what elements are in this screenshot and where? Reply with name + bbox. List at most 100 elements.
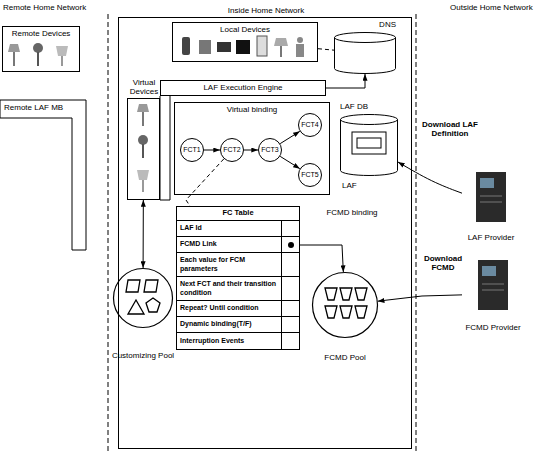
engine-strip (160, 96, 170, 200)
server-screen (482, 266, 496, 276)
fct-circle (221, 139, 244, 162)
connector (326, 74, 365, 88)
connector (299, 245, 343, 272)
server-icon (476, 172, 506, 222)
connector (143, 200, 144, 268)
lamp-icon (137, 170, 149, 180)
lamp-icon (274, 38, 288, 46)
plant-icon (33, 43, 43, 53)
edge-label: FCMD binding (322, 208, 382, 217)
table-row: FCMD Link (177, 237, 299, 253)
cylinder-top (341, 115, 398, 125)
connector (280, 131, 300, 143)
fcmd-cups (325, 288, 367, 318)
node-label: DNS (334, 20, 396, 29)
node-label: Dynamic binding(T/F) (177, 318, 281, 330)
database-cylinder: LAF DB (340, 114, 398, 176)
local-device-icons (182, 36, 304, 57)
server-screen (480, 178, 494, 188)
box-icon (236, 40, 250, 54)
provider-server: LAF Provider (462, 166, 520, 242)
table-cell (281, 301, 299, 316)
fct-circle: FCT4 (298, 113, 322, 137)
device-group-box: Virtual Devices (127, 98, 160, 200)
lamp-icon (61, 56, 63, 66)
table-cell (281, 237, 299, 252)
plant-icon (138, 135, 148, 145)
engine-bar: LAF Execution Engine (160, 80, 326, 96)
node-label: FCMD Pool (296, 353, 394, 362)
person-icon (296, 44, 304, 57)
lamp-icon (142, 112, 144, 126)
node-label: LAF DB (340, 102, 402, 111)
remote-device-icons (8, 43, 68, 66)
node-label: Repeat? Until condition (177, 302, 281, 314)
fct-circle (259, 139, 282, 162)
device-group-box: Remote Devices (2, 26, 80, 72)
shape-icon (146, 298, 160, 312)
node-label: LAF Id (177, 222, 281, 234)
plant-icon (142, 144, 144, 158)
connector (204, 150, 220, 151)
database-cylinder: DNS (334, 32, 396, 74)
edge-label: Download FCMD (421, 254, 465, 272)
connector (378, 295, 462, 301)
node-label: LAF Execution Engine (203, 83, 282, 92)
cup-icon (325, 288, 337, 300)
db-record (357, 138, 381, 148)
connector (186, 159, 224, 206)
pool-circle: Customizing Pool (105, 268, 181, 360)
provider-server: FCMD Provider (462, 256, 524, 332)
connector (244, 150, 258, 151)
server-slot (482, 290, 504, 291)
fct-circle (181, 139, 204, 162)
table-row: Repeat? Until condition (177, 301, 299, 317)
node-label: Virtual binding (175, 103, 329, 114)
region-label: Remote Home Network (3, 3, 86, 12)
person-icon (297, 37, 303, 43)
fct-circle: FCT5 (298, 163, 322, 187)
binding-box: Virtual bindingFCT1FCT2FCT3FCT4FCT5 (174, 102, 330, 195)
server-body (478, 260, 508, 310)
server-body (476, 172, 506, 222)
node-label: FC Table (177, 207, 299, 221)
circle-outline (306, 272, 384, 339)
lamp-icon (280, 46, 282, 57)
fct-circle (299, 114, 322, 137)
connector (318, 49, 334, 50)
lamp-icon (13, 52, 15, 66)
table-cell (281, 221, 299, 236)
region-label: Outside Home Network (450, 3, 533, 12)
lamp-icon (142, 180, 144, 192)
node-label: Each value for FCM parameters (177, 254, 281, 274)
node-label: FCMD Link (177, 238, 281, 250)
node-label: Interruption Events (177, 335, 281, 347)
network-region: Inside Home NetworkLocal DevicesDNSVirtu… (118, 17, 412, 449)
node-label: Customizing Pool (95, 351, 191, 360)
connector (398, 162, 462, 193)
table-row: Interruption Events (177, 333, 299, 349)
table-row: Each value for FCM parameters (177, 253, 299, 277)
monitor-icon (199, 40, 211, 54)
plant-icon (37, 52, 39, 66)
server-icon (478, 260, 508, 310)
cylinder-outline (334, 32, 396, 74)
module-band (0, 100, 86, 250)
db-record (352, 132, 386, 154)
node-label: FCMD Provider (458, 323, 528, 332)
region-divider (108, 14, 109, 453)
lamp-icon (56, 46, 68, 56)
shape-icon (126, 280, 140, 292)
shape-icon (128, 300, 144, 314)
cylinder-outline (340, 114, 398, 176)
cylinder-top (335, 33, 396, 43)
node-label: FCT2 (223, 146, 241, 154)
node-label: LAF Provider (458, 233, 524, 242)
region-divider (416, 14, 417, 453)
table-cell (281, 333, 299, 349)
circle-outline (105, 268, 181, 329)
node-label: Local Devices (173, 23, 317, 34)
node-label: Inside Home Network (119, 6, 413, 15)
